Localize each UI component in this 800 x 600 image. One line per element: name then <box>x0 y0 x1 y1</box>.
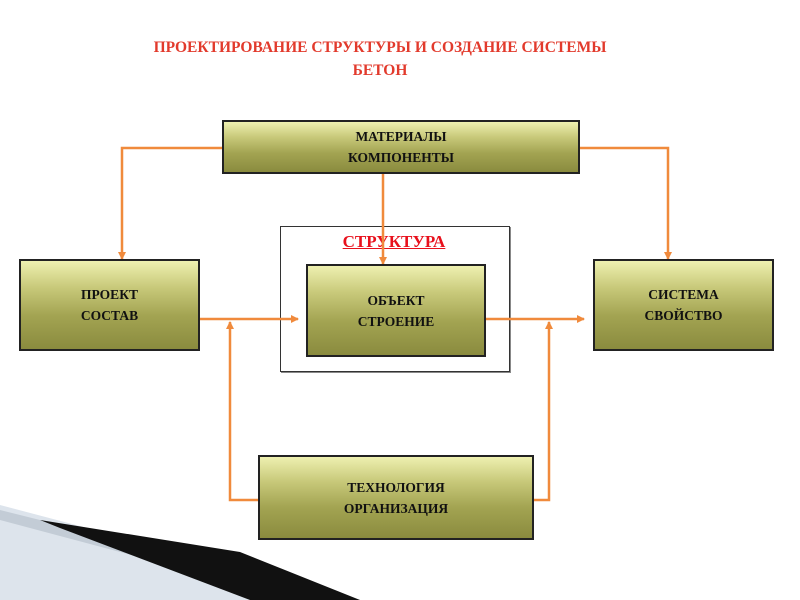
box-object-line-2: СТРОЕНИЕ <box>357 313 435 329</box>
box-object: ОБЪЕКТ СТРОЕНИЕ <box>306 264 486 357</box>
box-technology-line-2: ОРГАНИЗАЦИЯ <box>343 500 449 516</box>
box-project-line-2: СОСТАВ <box>80 308 139 323</box>
box-materials-line-2: КОМПОНЕНТЫ <box>348 150 454 165</box>
box-technology-line-1: ТЕХНОЛОГИЯ <box>347 479 445 495</box>
box-project: ПРОЕКТ СОСТАВ <box>19 259 200 351</box>
box-materials: МАТЕРИАЛЫ КОМПОНЕНТЫ <box>222 120 580 174</box>
arrow-technology-left <box>226 321 258 502</box>
box-materials-line-1: МАТЕРИАЛЫ <box>355 129 447 144</box>
box-object-line-1: ОБЪЕКТ <box>367 292 425 308</box>
arrow-materials-to-project <box>118 146 222 260</box>
title-line-1: ПРОЕКТИРОВАНИЕ СТРУКТУРЫ И СОЗДАНИЕ СИСТ… <box>153 39 607 56</box>
box-system-line-2: СВОЙСТВО <box>644 308 723 323</box>
arrow-technology-right <box>534 321 553 502</box>
box-technology: ТЕХНОЛОГИЯ ОРГАНИЗАЦИЯ <box>258 455 534 540</box>
title-line-2: БЕТОН <box>352 62 408 79</box>
arrow-materials-to-system <box>578 146 672 260</box>
box-system-line-1: СИСТЕМА <box>648 287 719 302</box>
structure-label: СТРУКТУРА <box>342 232 446 251</box>
box-system: СИСТЕМА СВОЙСТВО <box>593 259 774 351</box>
diagram-title: ПРОЕКТИРОВАНИЕ СТРУКТУРЫ И СОЗДАНИЕ СИСТ… <box>60 36 700 82</box>
box-project-line-1: ПРОЕКТ <box>81 287 138 302</box>
